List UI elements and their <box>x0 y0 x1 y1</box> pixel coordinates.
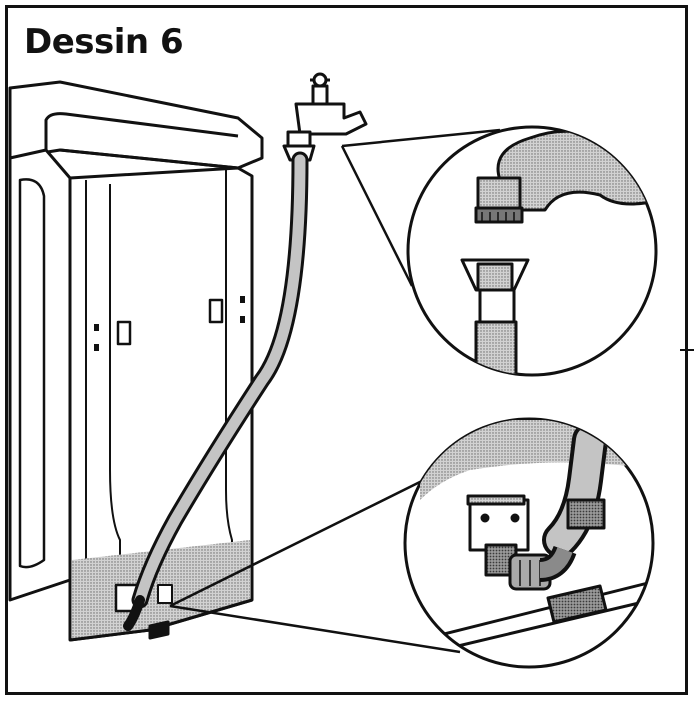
figure-title: Dessin 6 <box>24 22 184 62</box>
washing-machine <box>8 80 264 642</box>
detail-circle-inlet <box>403 417 655 669</box>
inlet-hose <box>123 151 309 631</box>
detail-circle-faucet <box>406 125 658 377</box>
callout-lines <box>169 128 501 654</box>
faucet <box>282 72 368 162</box>
